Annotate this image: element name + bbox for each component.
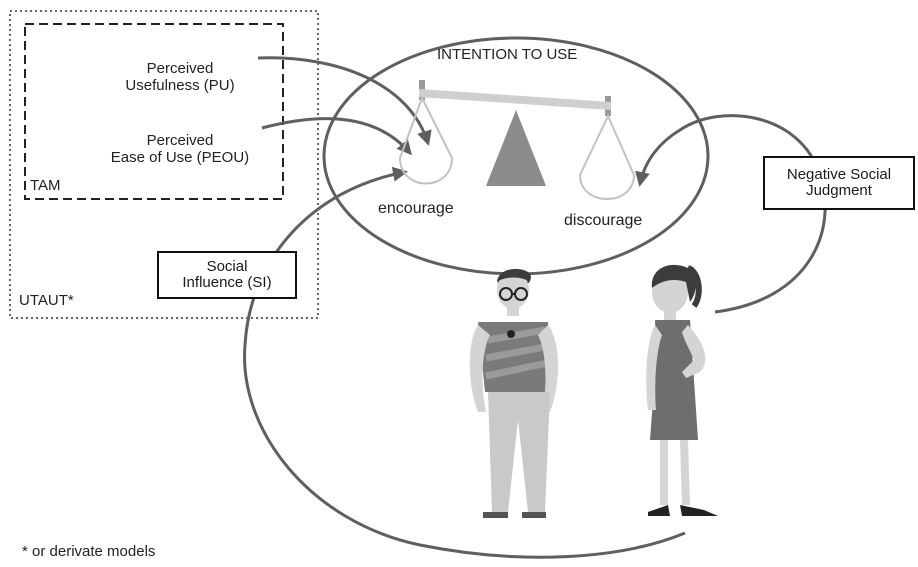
discourage-label: discourage xyxy=(564,212,643,229)
tam-box xyxy=(24,23,284,200)
peou-line1: Perceived xyxy=(146,132,214,149)
si-line2: Influence (SI) xyxy=(182,274,272,291)
si-line1: Social xyxy=(206,258,248,275)
nsj-line2: Judgment xyxy=(806,182,872,199)
peou-arrow xyxy=(261,117,412,156)
pu-line1: Perceived xyxy=(146,60,214,77)
pu-line2: Usefulness (PU) xyxy=(125,77,235,94)
intention-title: INTENTION TO USE xyxy=(437,46,578,63)
balance-scale xyxy=(398,80,636,200)
man-figure xyxy=(469,268,559,518)
nsj-line1: Negative Social xyxy=(786,166,892,183)
encourage-label: encourage xyxy=(378,200,454,217)
pu-arrow xyxy=(257,56,432,146)
footnote: * or derivate models xyxy=(22,543,156,560)
nsj-box: Negative Social Judgment xyxy=(763,156,915,210)
peou-label: Perceived Ease of Use (PEOU) xyxy=(90,132,270,166)
scale-fulcrum xyxy=(486,110,546,186)
nsj-arrow xyxy=(635,114,827,314)
scale-pan-right xyxy=(578,113,636,200)
peou-line2: Ease of Use (PEOU) xyxy=(110,149,250,166)
tam-label: TAM xyxy=(30,177,61,194)
social-loop xyxy=(243,166,686,559)
utaut-label: UTAUT* xyxy=(19,292,74,309)
si-box: Social Influence (SI) xyxy=(157,251,297,299)
pu-label: Perceived Usefulness (PU) xyxy=(100,60,260,94)
scale-pan-left xyxy=(398,95,454,185)
utaut-box xyxy=(9,10,319,319)
scale-beam xyxy=(419,89,611,110)
woman-figure xyxy=(646,264,718,516)
